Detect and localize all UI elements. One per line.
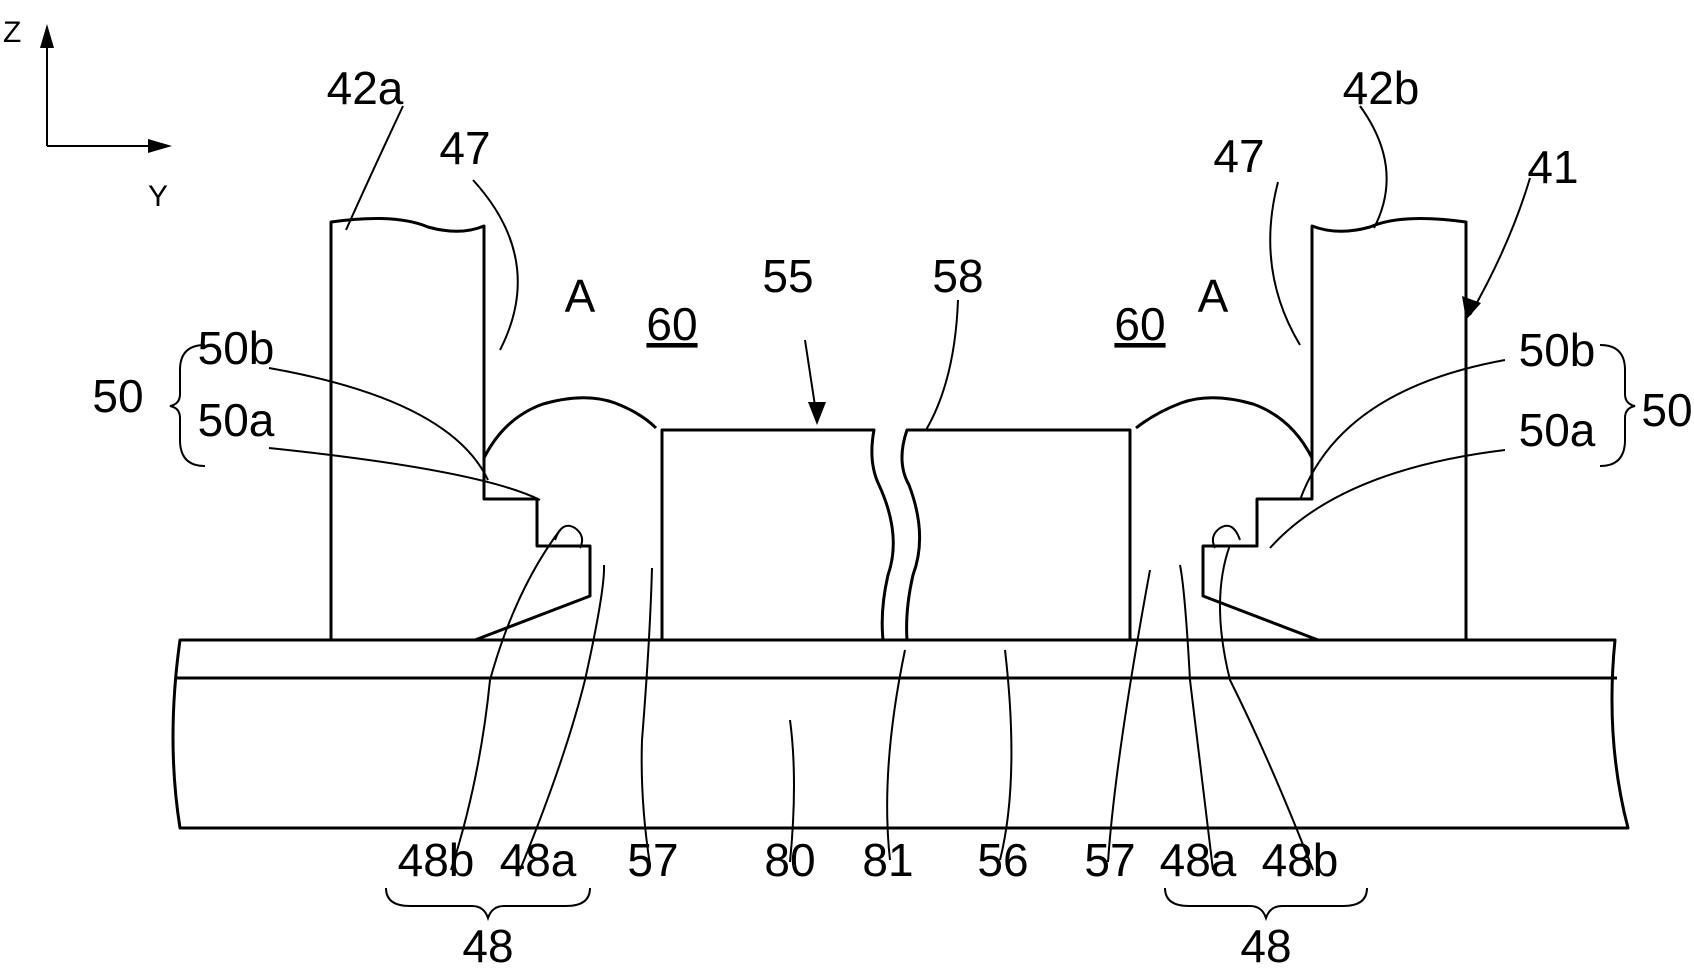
label-42a: 42a: [327, 62, 404, 114]
label-48b-left: 48b: [398, 834, 475, 886]
label-50a-right: 50a: [1519, 404, 1596, 456]
label-60-left: 60: [646, 298, 697, 350]
label-56: 56: [977, 834, 1028, 886]
bulge-left: [482, 396, 658, 459]
label-42b: 42b: [1343, 62, 1420, 114]
notch-hook-right: [1211, 524, 1241, 549]
label-48-right: 48: [1240, 920, 1291, 972]
label-50a-left: 50a: [198, 394, 275, 446]
label-47-right: 47: [1213, 130, 1264, 182]
label-48a-right: 48a: [1160, 834, 1237, 886]
label-41: 41: [1527, 141, 1578, 193]
label-50b-right: 50b: [1519, 324, 1596, 376]
label-57-left: 57: [627, 834, 678, 886]
left-wall: [329, 216, 592, 642]
label-50b-left: 50b: [198, 322, 275, 374]
right-wall: [1201, 216, 1468, 642]
element-right-half: [900, 428, 1132, 642]
label-80: 80: [764, 834, 815, 886]
label-57-right: 57: [1084, 834, 1135, 886]
element-left-half: [660, 428, 895, 642]
group-braces: [169, 344, 1636, 922]
label-a-left: A: [565, 270, 596, 322]
z-arrow-icon: [40, 24, 54, 48]
label-48-left: 48: [462, 920, 513, 972]
label-48b-right: 48b: [1262, 834, 1339, 886]
label-50-right: 50: [1641, 384, 1692, 436]
substrate: [171, 638, 1630, 830]
label-a-right: A: [1198, 270, 1229, 322]
label-81: 81: [862, 834, 913, 886]
leader-lines: [268, 105, 1531, 871]
label-50-left: 50: [92, 370, 143, 422]
label-47-left: 47: [439, 122, 490, 174]
label-48a-left: 48a: [500, 834, 577, 886]
y-axis-label: Y: [148, 180, 168, 213]
label-58: 58: [932, 250, 983, 302]
label-60-right: 60: [1114, 298, 1165, 350]
label-55: 55: [762, 250, 813, 302]
bulge-right: [1135, 396, 1314, 459]
z-axis-label: Z: [3, 16, 21, 49]
coordinate-axes: Z Y: [3, 16, 172, 213]
y-arrow-icon: [148, 139, 172, 153]
